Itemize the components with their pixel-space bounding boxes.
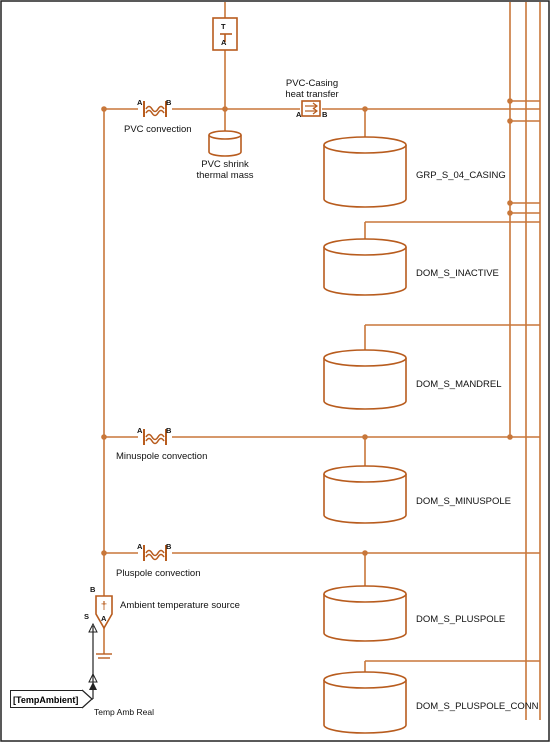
svg-text:T: T	[101, 602, 107, 612]
pvc-casing-label-line-2: heat transfer	[285, 89, 339, 100]
pvc-convection-label: PVC convection	[124, 124, 192, 135]
top-block-port-a: A	[221, 38, 227, 47]
signal-line	[82, 622, 98, 700]
mass-cylinder-pluspole[interactable]	[323, 585, 407, 642]
mass-label-dom-s-minuspole: DOM_S_MINUSPOLE	[416, 496, 512, 507]
casing-port-a: A	[296, 110, 302, 119]
pvc-conv-port-b: B	[166, 98, 172, 107]
pluspole-convection-label: Pluspole convection	[116, 568, 201, 579]
mass-cylinder-inactive[interactable]	[323, 238, 407, 296]
pvc-conv-port-a: A	[137, 98, 143, 107]
casing-port-b: B	[322, 110, 328, 119]
ambient-temperature-source-label: Ambient temperature source	[120, 600, 240, 611]
pluspole-convection-block[interactable]	[143, 545, 167, 561]
mass-cylinder-minuspole[interactable]	[323, 465, 407, 524]
minuspole-convection-block[interactable]	[143, 429, 167, 445]
mass-label-dom-s-pluspole-conn: DOM_S_PLUSPOLE_CONN	[416, 701, 539, 712]
temp-ambient-inport[interactable]: [TempAmbient]	[10, 690, 82, 708]
pvc-shrink-label-line-1: PVC shrink	[201, 159, 249, 170]
junction-dots	[101, 98, 513, 556]
ground-icon	[96, 653, 112, 659]
plus-conv-port-b: B	[166, 542, 172, 551]
mass-cylinder-casing[interactable]	[323, 136, 407, 208]
minuspole-convection-label: Minuspole convection	[116, 451, 208, 462]
plus-conv-port-a: A	[137, 542, 143, 551]
inport-arrow-icon	[81, 689, 93, 709]
mass-cylinder-pluspole-conn[interactable]	[323, 671, 407, 734]
top-sensor-block[interactable]	[212, 17, 238, 51]
mass-label-grp-s-04-casing: GRP_S_04_CASING	[416, 170, 506, 181]
pvc-casing-heat-transfer-block[interactable]	[301, 100, 321, 117]
minus-conv-port-a: A	[137, 426, 143, 435]
pvc-shrink-label-line-2: thermal mass	[196, 170, 254, 181]
ambient-port-s: S	[84, 612, 90, 621]
pvc-shrink-thermal-mass-label: PVC shrink thermal mass	[185, 159, 265, 181]
ambient-port-a: A	[101, 614, 107, 623]
ambient-temperature-source-block[interactable]: T	[95, 595, 113, 630]
top-block-port-t: T	[221, 22, 226, 31]
pvc-casing-label-line-1: PVC-Casing	[285, 78, 339, 89]
mass-label-dom-s-mandrel: DOM_S_MANDREL	[416, 379, 502, 390]
mass-label-dom-s-inactive: DOM_S_INACTIVE	[416, 268, 499, 279]
ambient-port-b: B	[90, 585, 96, 594]
mass-cylinder-mandrel[interactable]	[323, 349, 407, 410]
pvc-shrink-thermal-mass[interactable]	[208, 130, 242, 157]
minus-conv-port-b: B	[166, 426, 172, 435]
pvc-convection-block[interactable]	[143, 101, 167, 117]
temp-ambient-inport-label: [TempAmbient]	[13, 695, 79, 705]
temp-amb-real-label: Temp Amb Real	[94, 707, 154, 717]
wires	[103, 2, 541, 720]
mass-label-dom-s-pluspole: DOM_S_PLUSPOLE	[416, 614, 506, 625]
pvc-casing-heat-transfer-label: PVC-Casing heat transfer	[272, 78, 352, 100]
thermal-masses	[323, 136, 407, 734]
